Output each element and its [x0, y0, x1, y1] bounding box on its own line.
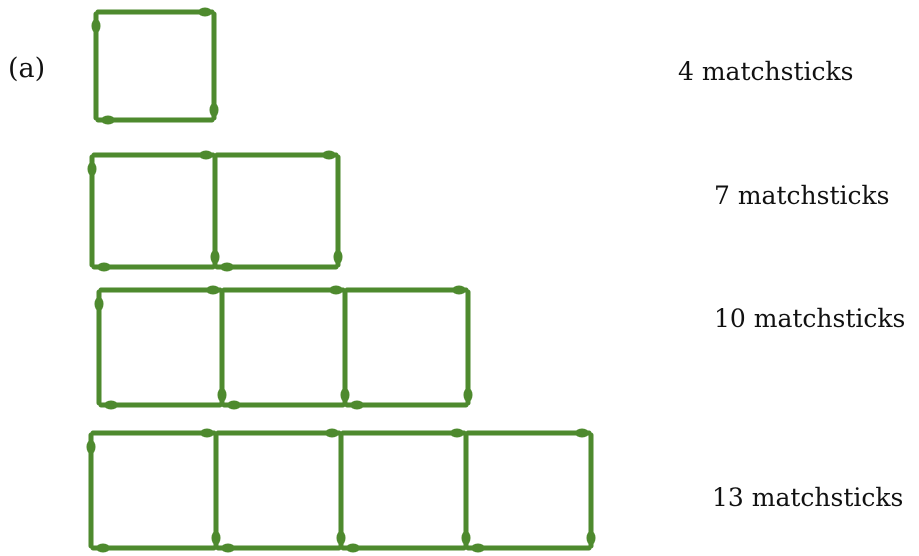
matchstick-row-4	[87, 429, 596, 553]
matchstick-head	[471, 544, 485, 553]
matchstick-head	[221, 544, 235, 553]
matchstick-head	[220, 263, 234, 272]
matchstick-head	[337, 531, 346, 545]
matchstick-head	[199, 151, 213, 160]
matchstick-head	[96, 544, 110, 553]
matchstick-head	[87, 440, 96, 454]
matchstick-head	[329, 286, 343, 295]
matchstick-head	[350, 401, 364, 410]
matchstick-head	[95, 297, 104, 311]
matchstick-head	[210, 103, 219, 117]
row-1-matchstick-count: 4 matchsticks	[678, 59, 853, 84]
matchstick-head	[462, 531, 471, 545]
matchstick-head	[325, 429, 339, 438]
matchstick-head	[322, 151, 336, 160]
matchstick-head	[575, 429, 589, 438]
matchstick-head	[101, 116, 115, 125]
matchstick-head	[450, 429, 464, 438]
matchstick-head	[97, 263, 111, 272]
matchstick-row-1	[92, 8, 219, 125]
matchstick-row-2	[88, 151, 343, 272]
matchstick-head	[88, 162, 97, 176]
matchstick-head	[227, 401, 241, 410]
matchstick-head	[341, 388, 350, 402]
matchstick-head	[464, 388, 473, 402]
matchstick-head	[346, 544, 360, 553]
row-2-matchstick-count: 7 matchsticks	[714, 183, 889, 208]
matchstick-head	[452, 286, 466, 295]
matchstick-head	[334, 250, 343, 264]
matchstick-head	[92, 19, 101, 33]
row-4-matchstick-count: 13 matchsticks	[712, 485, 903, 510]
matchstick-head	[218, 388, 227, 402]
matchstick-head	[587, 531, 596, 545]
matchstick-head	[198, 8, 212, 17]
matchstick-row-3	[95, 286, 473, 410]
row-3-matchstick-count: 10 matchsticks	[714, 306, 905, 331]
matchstick-head	[206, 286, 220, 295]
matchstick-head	[212, 531, 221, 545]
matchstick-head	[211, 250, 220, 264]
matchstick-head	[104, 401, 118, 410]
matchstick-head	[200, 429, 214, 438]
